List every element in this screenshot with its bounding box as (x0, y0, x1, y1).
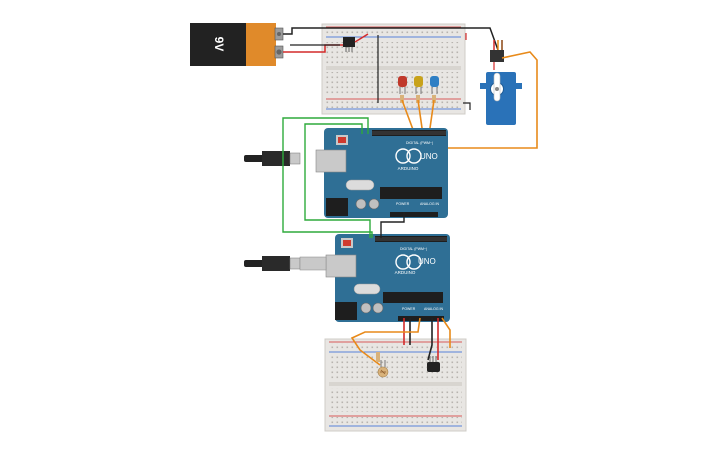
arduino-bottom-brand: ARDUINO (395, 270, 416, 275)
led-yellow-icon[interactable] (414, 76, 423, 94)
arduino-bottom-power-label: POWER (402, 307, 416, 311)
top-breadboard[interactable] (321, 23, 466, 115)
battery-label: 9V (212, 37, 226, 52)
temperature-sensor-icon[interactable] (427, 356, 440, 372)
arduino-bottom-digital-label: DIGITAL (PWM~) (400, 247, 427, 251)
usb-cable-icon[interactable] (244, 256, 327, 271)
photoresistor-icon[interactable] (377, 360, 389, 378)
green-wires (282, 117, 373, 238)
resistor-icon (376, 352, 380, 362)
arduino-top-analog-label: ANALOG IN (420, 202, 440, 206)
arduino-bottom-analog-label: ANALOG IN (424, 307, 444, 311)
arduino-top-digital-label: DIGITAL (PWM~) (406, 141, 433, 145)
bottom-breadboard[interactable] (324, 338, 467, 432)
ground-wire (380, 212, 405, 238)
battery-wires (283, 27, 499, 53)
rail-wire (463, 102, 471, 110)
arduino-top-model: UNO (420, 152, 438, 161)
arduino-bottom[interactable]: ARDUINO UNO DIGITAL (PWM~) POWER ANALOG … (325, 234, 450, 322)
led-red-icon[interactable] (398, 76, 407, 94)
resistor-icons (400, 95, 436, 103)
battery-icon[interactable]: 9V (190, 23, 284, 66)
transistor-icon[interactable] (343, 33, 369, 52)
usb-cable-icon[interactable] (244, 151, 301, 166)
bottom-wires (350, 317, 451, 366)
servo-icon[interactable] (480, 40, 522, 125)
arduino-top-brand: ARDUINO (398, 166, 419, 171)
led-blue-icon[interactable] (430, 76, 439, 94)
arduino-bottom-model: UNO (418, 257, 436, 266)
arduino-top[interactable]: ARDUINO UNO DIGITAL (PWM~) POWER ANALOG … (315, 128, 448, 218)
arduino-top-power-label: POWER (396, 202, 410, 206)
